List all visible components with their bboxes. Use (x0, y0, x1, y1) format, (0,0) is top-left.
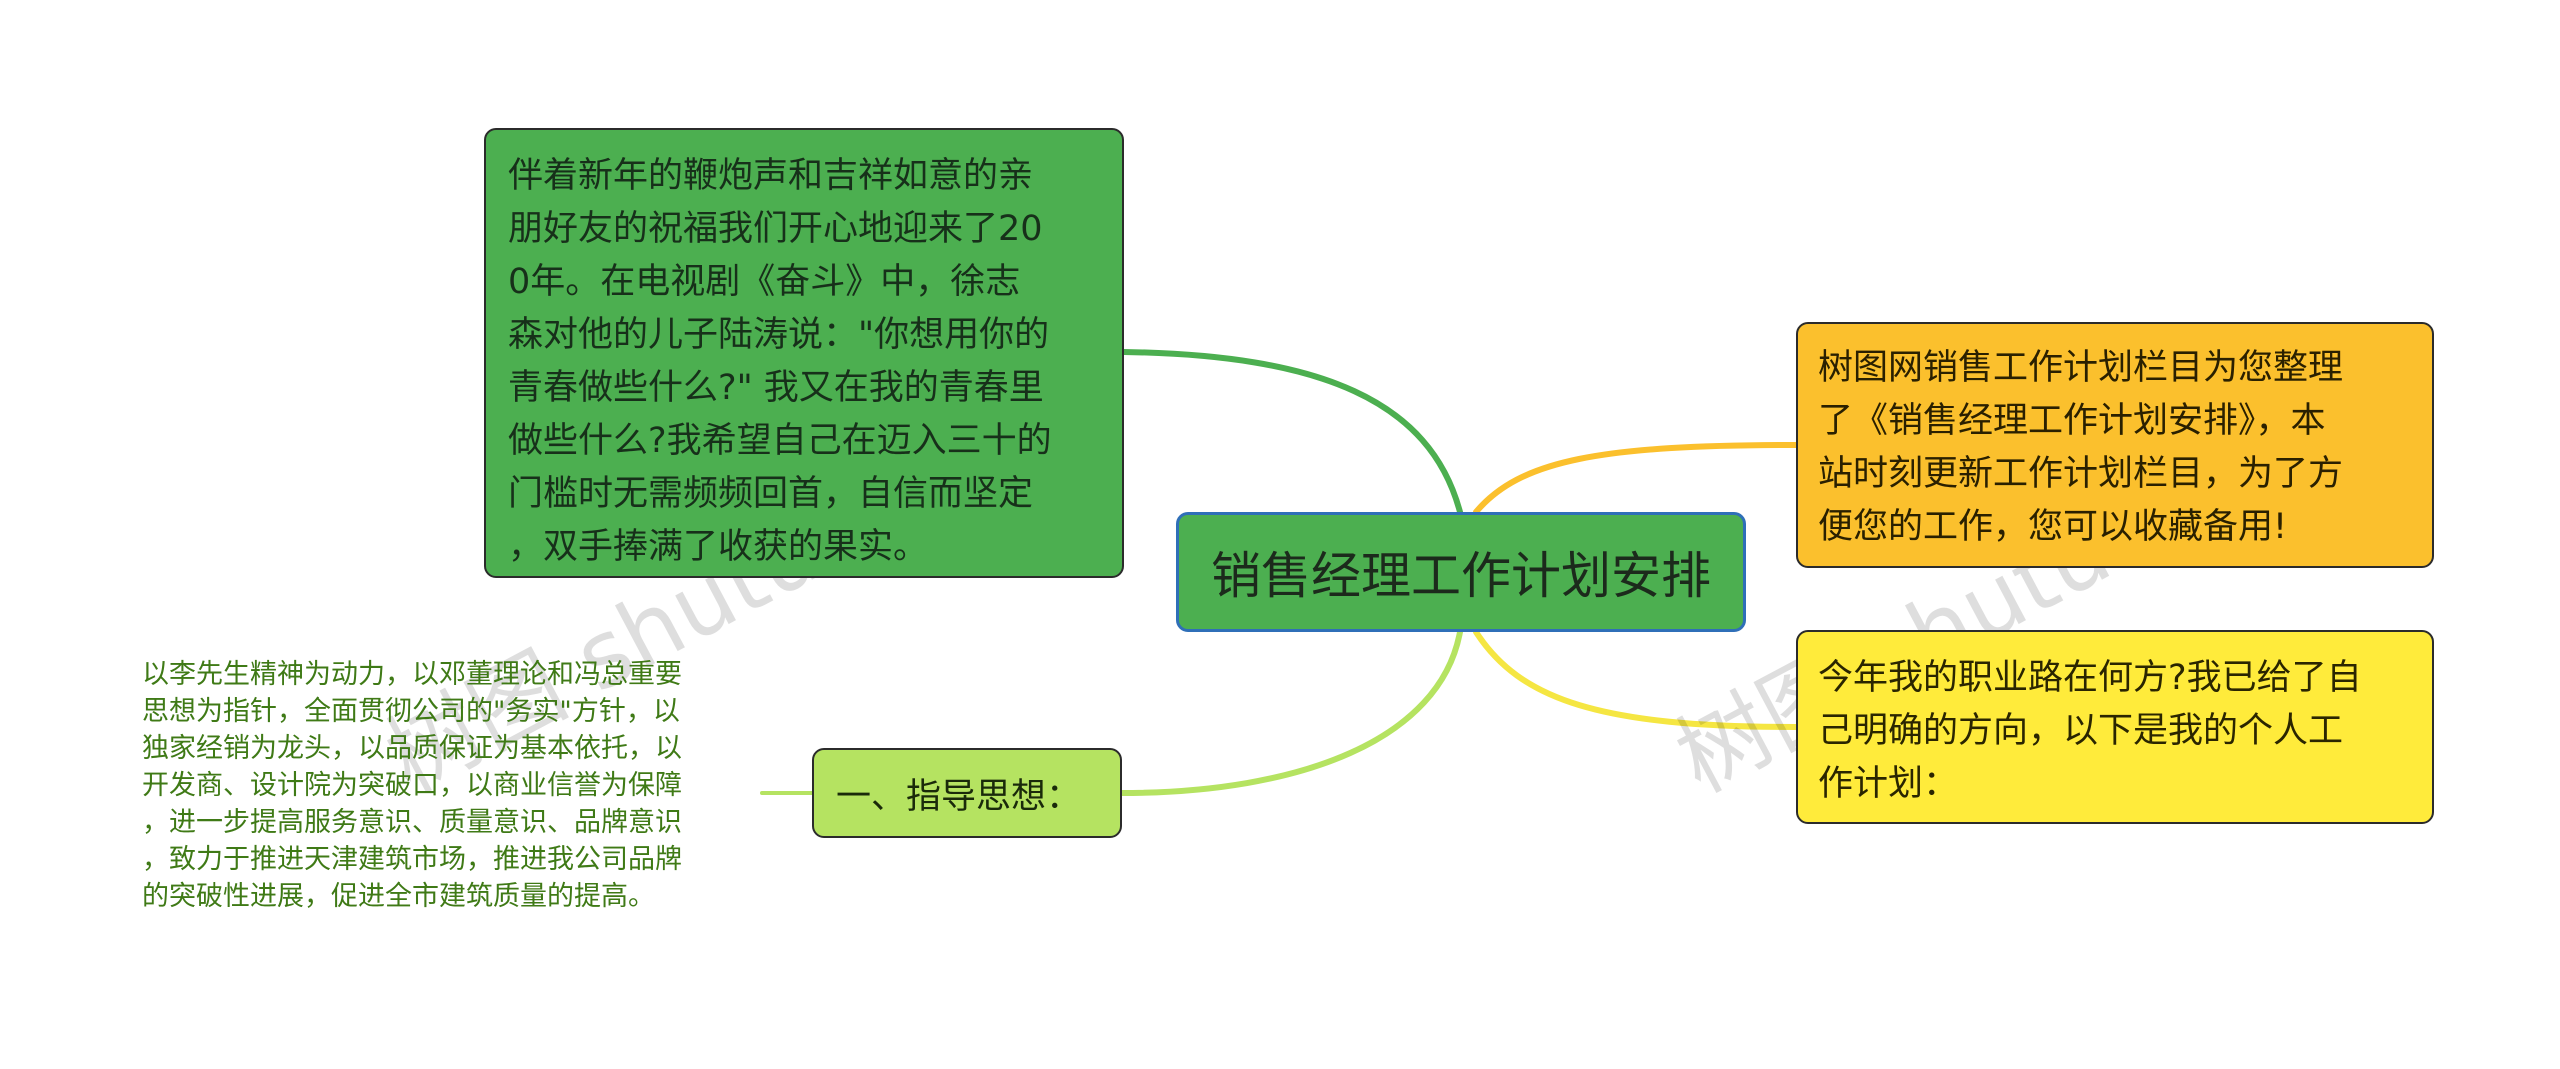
guide-node[interactable]: 一、指导思想： (812, 748, 1122, 838)
connector-career (1473, 629, 1799, 730)
guide-detail-text[interactable]: 以李先生精神为动力，以邓董理论和冯总重要 思想为指针，全面贯彻公司的"务实"方针… (142, 659, 682, 912)
connector-guide (1119, 629, 1463, 796)
site-note-node[interactable]: 树图网销售工作计划栏目为您整理 了《销售经理工作计划安排》，本 站时刻更新工作计… (1796, 322, 2434, 568)
site-note-node-text: 树图网销售工作计划栏目为您整理 了《销售经理工作计划安排》，本 站时刻更新工作计… (1818, 348, 2344, 547)
career-node-text: 今年我的职业路在何方?我已给了自 己明确的方向，以下是我的个人工 作计划： (1818, 658, 2362, 804)
intro-node-text: 伴着新年的鞭炮声和吉祥如意的亲 朋好友的祝福我们开心地迎来了20 0年。在电视剧… (508, 156, 1052, 567)
connector-intro (1121, 349, 1463, 515)
intro-node[interactable]: 伴着新年的鞭炮声和吉祥如意的亲 朋好友的祝福我们开心地迎来了20 0年。在电视剧… (484, 128, 1124, 578)
connector-site-note (1473, 442, 1799, 515)
root-node-label: 销售经理工作计划安排 (1211, 547, 1711, 605)
root-node[interactable]: 销售经理工作计划安排 (1176, 512, 1746, 632)
career-node[interactable]: 今年我的职业路在何方?我已给了自 己明确的方向，以下是我的个人工 作计划： (1796, 630, 2434, 824)
guide-node-label: 一、指导思想： (836, 776, 1082, 817)
